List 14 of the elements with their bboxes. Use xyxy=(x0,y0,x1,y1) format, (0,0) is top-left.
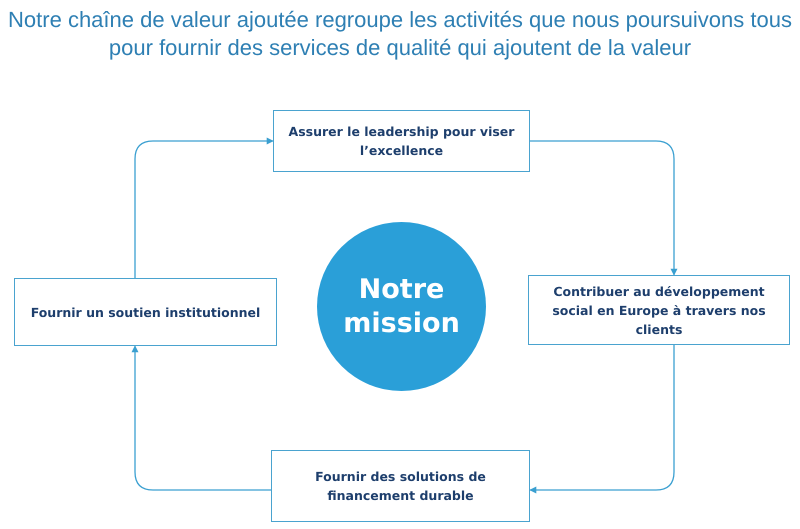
node-label: Fournir des solutions de financement durable xyxy=(314,468,487,505)
arrow xyxy=(529,345,675,494)
arrow xyxy=(530,140,678,276)
arrow xyxy=(132,345,271,491)
node-label: Assurer le leadership pour viser l’excellence xyxy=(288,123,516,160)
title: Notre chaîne de valeur ajoutée regroupe les activités que nous poursuivons tous pour fournir des services de qualité qui ajoutent de la valeur xyxy=(7,6,793,62)
process-box xyxy=(271,450,530,522)
process-box xyxy=(273,110,530,172)
arrow xyxy=(134,138,274,278)
node-label: Fournir un soutien institutionnel xyxy=(30,304,260,322)
node-label: Contribuer au développement social en Europe à travers nos clients xyxy=(551,282,767,338)
node-label: Notre mission xyxy=(343,272,460,340)
process-box xyxy=(14,278,277,346)
process-box xyxy=(528,275,790,345)
